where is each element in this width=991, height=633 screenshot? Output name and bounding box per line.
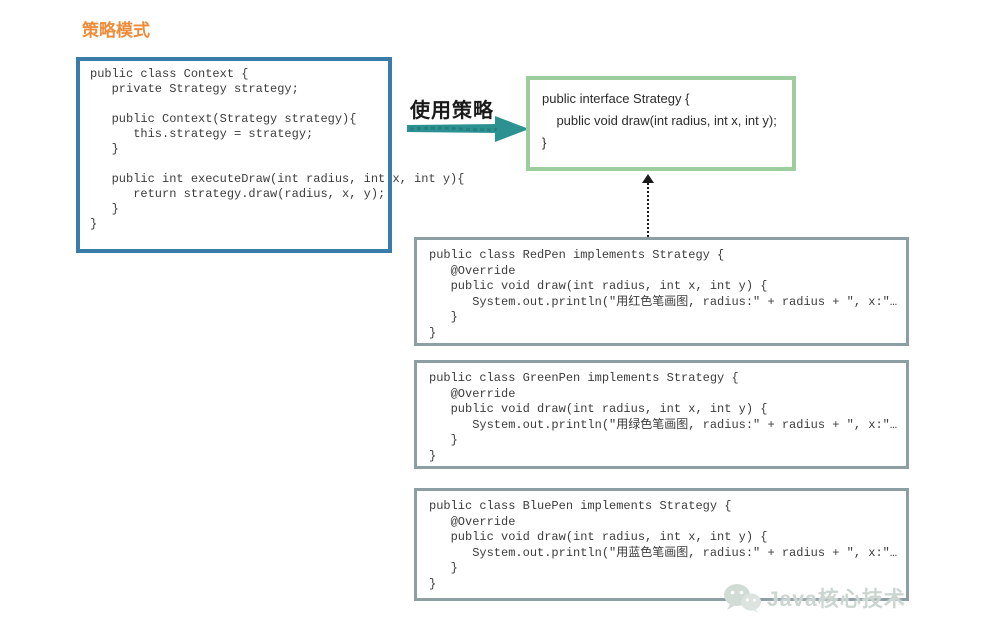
greenpen-class-code: public class GreenPen implements Strateg… bbox=[429, 371, 898, 463]
bluepen-class-code: public class BluePen implements Strategy… bbox=[429, 499, 898, 591]
redpen-class-box: public class RedPen implements Strategy … bbox=[414, 237, 909, 346]
use-strategy-label: 使用策略 bbox=[410, 100, 494, 122]
bluepen-class-box: public class BluePen implements Strategy… bbox=[414, 488, 909, 601]
strategy-interface-box: public interface Strategy { public void … bbox=[526, 76, 796, 171]
watermark: Java核心技术 bbox=[722, 582, 906, 614]
context-class-code: public class Context { private Strategy … bbox=[90, 67, 465, 231]
wechat-logo-icon bbox=[724, 584, 761, 613]
page-title: 策略模式 bbox=[82, 21, 150, 40]
watermark-text: Java核心技术 bbox=[767, 588, 906, 611]
redpen-class-code: public class RedPen implements Strategy … bbox=[429, 248, 898, 340]
implements-arrow-line bbox=[647, 183, 649, 237]
implements-arrow-up-icon bbox=[642, 174, 654, 183]
right-arrow-icon bbox=[407, 116, 529, 142]
context-class-box: public class Context { private Strategy … bbox=[76, 57, 465, 253]
strategy-interface-code: public interface Strategy { public void … bbox=[542, 91, 777, 150]
greenpen-class-box: public class GreenPen implements Strateg… bbox=[414, 360, 909, 469]
